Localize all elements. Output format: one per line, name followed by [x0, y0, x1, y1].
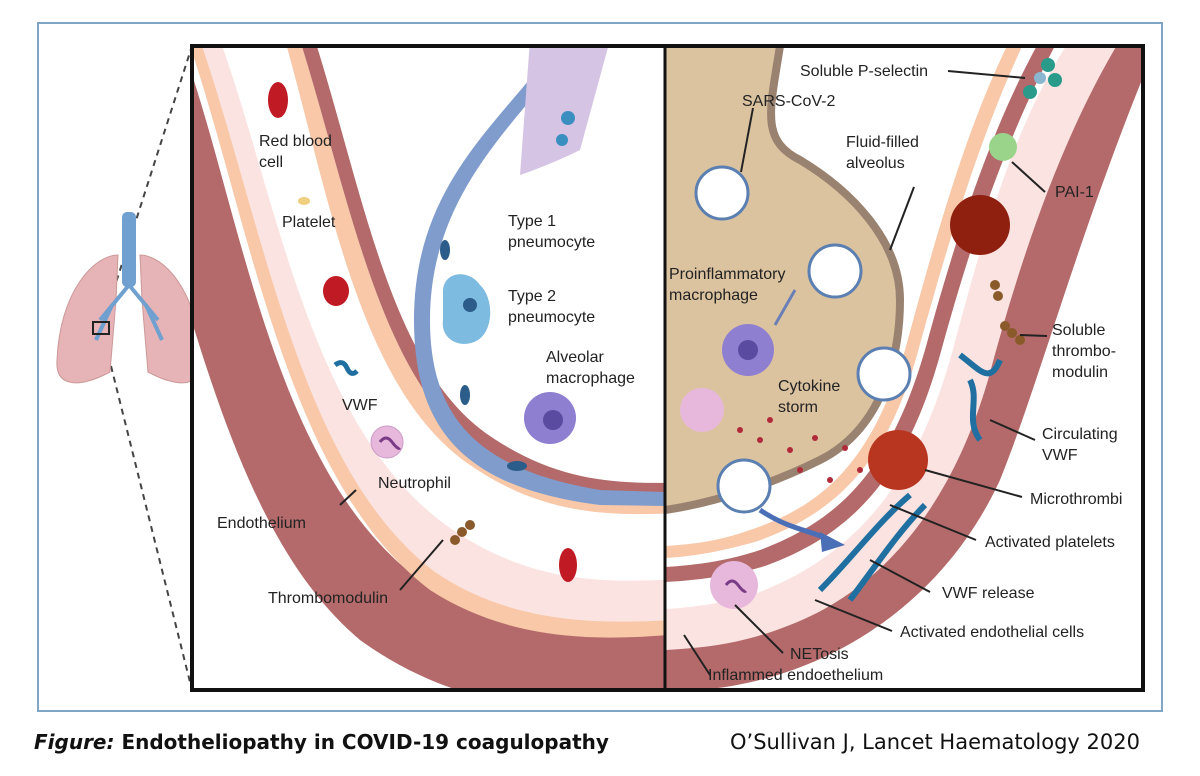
caption-text: Endotheliopathy in COVID-19 coagulopathy — [114, 730, 609, 754]
panel-border — [190, 44, 1145, 692]
rbc-2 — [323, 276, 349, 306]
figure-caption: Figure: Endotheliopathy in COVID-19 coag… — [34, 730, 609, 754]
pai-shape — [989, 133, 1017, 161]
virus-icon — [694, 165, 912, 514]
cytokine-dots — [737, 417, 863, 483]
citation: O’Sullivan J, Lancet Haematology 2020 — [730, 730, 1140, 754]
vwf-strands — [817, 352, 1003, 602]
vwf-shape — [333, 360, 359, 376]
label-endothelium: Endothelium — [217, 515, 306, 532]
caption-prefix: Figure: — [34, 730, 115, 754]
zoom-line-top — [102, 45, 193, 324]
label-microthrombi: Microthrombi — [1030, 491, 1123, 508]
rbc-3 — [559, 548, 577, 582]
platelet-shape — [298, 197, 310, 205]
label-sars: SARS-CoV-2 — [742, 93, 836, 110]
label-inflamed: Inflammed endoethelium — [708, 667, 884, 684]
figure-frame — [37, 22, 1163, 712]
arrow-1 — [773, 289, 797, 326]
label-activated-endothelial: Activated endothelial cells — [900, 624, 1085, 641]
rbc-1 — [268, 82, 288, 118]
label-vwf-release: VWF release — [942, 585, 1035, 602]
label-activated-platelets: Activated platelets — [985, 534, 1115, 551]
label-pai: PAI-1 — [1055, 184, 1094, 201]
left-panel — [192, 46, 665, 690]
thrombomodulin-shape — [990, 280, 1025, 345]
neutrophil-shape — [370, 425, 404, 459]
label-vwf: VWF — [342, 397, 378, 414]
zoom-box — [92, 321, 110, 335]
netosis-shape — [710, 561, 758, 609]
fluid-alveolus — [665, 46, 900, 510]
leader-lines — [339, 70, 1048, 676]
label-platelet: Platelet — [282, 214, 336, 231]
microthrombi-shape — [868, 430, 928, 490]
lungs-icon — [56, 212, 202, 384]
label-neutrophil: Neutrophil — [378, 475, 451, 492]
label-netosis: NETosis — [790, 646, 849, 663]
label-thrombomodulin: Thrombomodulin — [268, 590, 389, 607]
label-soluble-p: Soluble P-selectin — [800, 63, 929, 80]
p-selectin-shape — [1023, 58, 1062, 99]
zoom-line-bottom — [102, 333, 193, 691]
